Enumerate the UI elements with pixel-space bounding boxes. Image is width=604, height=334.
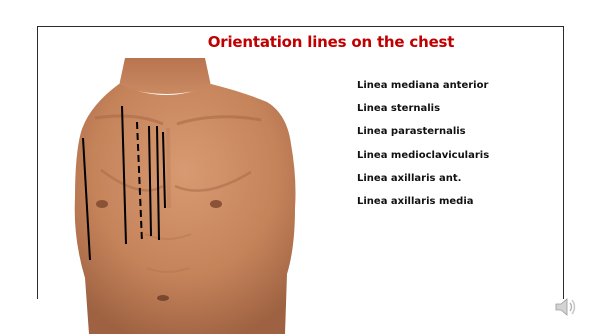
navel	[157, 295, 169, 301]
term-item: Linea axillaris ant.	[357, 171, 489, 194]
term-item: Linea sternalis	[357, 101, 489, 124]
term-item: Linea mediana anterior	[357, 78, 489, 101]
slide-title: Orientation lines on the chest	[186, 33, 476, 55]
sternum-shadow	[168, 128, 169, 208]
chest-image	[55, 58, 325, 334]
term-item: Linea axillaris media	[357, 194, 489, 217]
term-item: Linea medioclavicularis	[357, 148, 489, 171]
right-nipple	[210, 200, 222, 208]
chest-illustration	[55, 58, 325, 334]
orientation-terms-list: Linea mediana anterior Linea sternalis L…	[357, 78, 489, 217]
term-item: Linea parasternalis	[357, 124, 489, 147]
neck	[119, 58, 211, 94]
left-nipple	[96, 200, 108, 208]
speaker-icon[interactable]	[553, 294, 579, 320]
